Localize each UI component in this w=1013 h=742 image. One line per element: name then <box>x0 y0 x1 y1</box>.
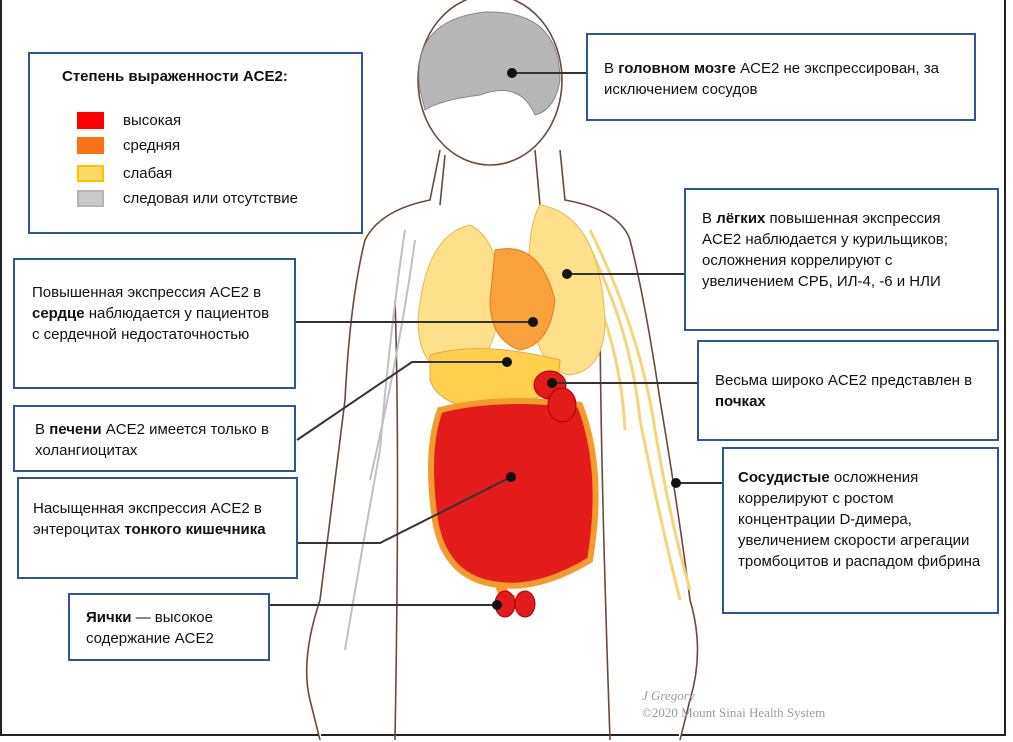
callout-kidneys: Весьма широко ACE2 представлен в почках <box>697 340 999 441</box>
heart <box>489 248 556 351</box>
credit-author: J Gregory <box>642 688 695 703</box>
callout-heart: Повышенная экспрессия ACE2 в сердце набл… <box>13 258 296 389</box>
callout-text: Насыщенная экспрессия ACE2 в энтероцитах <box>33 500 262 538</box>
callout-text: ACE2 имеется только в холангиоцитах <box>35 421 269 459</box>
callout-intestine: Насыщенная экспрессия ACE2 в энтероцитах… <box>17 477 298 579</box>
legend-item-trace: следовая или отсутствие <box>77 188 298 209</box>
legend-label: средняя <box>123 137 181 154</box>
legend-item-high: высокая <box>77 110 181 131</box>
callout-text: Повышенная экспрессия ACE2 в <box>32 284 262 301</box>
callout-lungs: В лёгких повышенная экспрессия ACE2 набл… <box>684 188 999 331</box>
callout-text: В <box>702 210 717 227</box>
callout-text: В <box>604 60 619 77</box>
swatch-medium <box>77 137 104 154</box>
callout-text: — высокое содержание ACE2 <box>86 609 214 647</box>
legend: Степень выраженности ACE2: высокая средн… <box>28 52 363 234</box>
callout-brain: В головном мозге ACE2 не экспрессирован,… <box>586 33 976 121</box>
brain <box>418 11 561 116</box>
swatch-trace <box>77 190 104 207</box>
callout-text: Яички <box>86 609 132 626</box>
intestine <box>428 398 599 589</box>
callout-text: повышенная экспрессия ACE2 наблюдается у… <box>702 210 948 290</box>
callout-vascular: Сосудистые осложнения коррелируют с рост… <box>722 447 999 614</box>
legend-item-low: слабая <box>77 163 172 184</box>
kidney-right <box>547 387 577 423</box>
callout-liver: В печени ACE2 имеется только в холангиоц… <box>13 405 296 472</box>
callout-text: В <box>35 421 50 438</box>
callout-text: ACE2 не экспрессирован, за исключением с… <box>604 60 940 98</box>
swatch-high <box>77 112 104 129</box>
credit-copyright: ©2020 Mount Sinai Health System <box>642 705 826 720</box>
callout-text: Весьма широко ACE2 представлен в <box>715 372 973 389</box>
callout-text: лёгких <box>716 210 766 227</box>
callout-text: Сосудистые <box>738 469 830 486</box>
veins <box>344 229 416 651</box>
swatch-low <box>77 165 104 182</box>
legend-label: высокая <box>123 112 182 129</box>
legend-item-medium: средняя <box>77 135 180 156</box>
callout-text: тонкого кишечника <box>124 521 266 538</box>
callout-text: почках <box>715 393 766 410</box>
legend-label: следовая или отсутствие <box>123 190 298 207</box>
callout-text: головном мозге <box>618 60 736 77</box>
testis-right <box>514 590 536 618</box>
callout-text: наблюдается у пациентов с сердечной недо… <box>32 305 270 343</box>
legend-label: слабая <box>123 165 173 182</box>
callout-testes: Яички — высокое содержание ACE2 <box>68 593 270 661</box>
leader-dots <box>492 68 681 610</box>
callout-text: сердце <box>32 305 85 322</box>
callout-text: печени <box>49 421 102 438</box>
neck <box>439 149 541 206</box>
leader-lines <box>269 72 722 606</box>
callout-text: осложнения коррелируют с ростом концентр… <box>738 469 981 570</box>
legend-title: Степень выраженности ACE2: <box>62 68 288 85</box>
